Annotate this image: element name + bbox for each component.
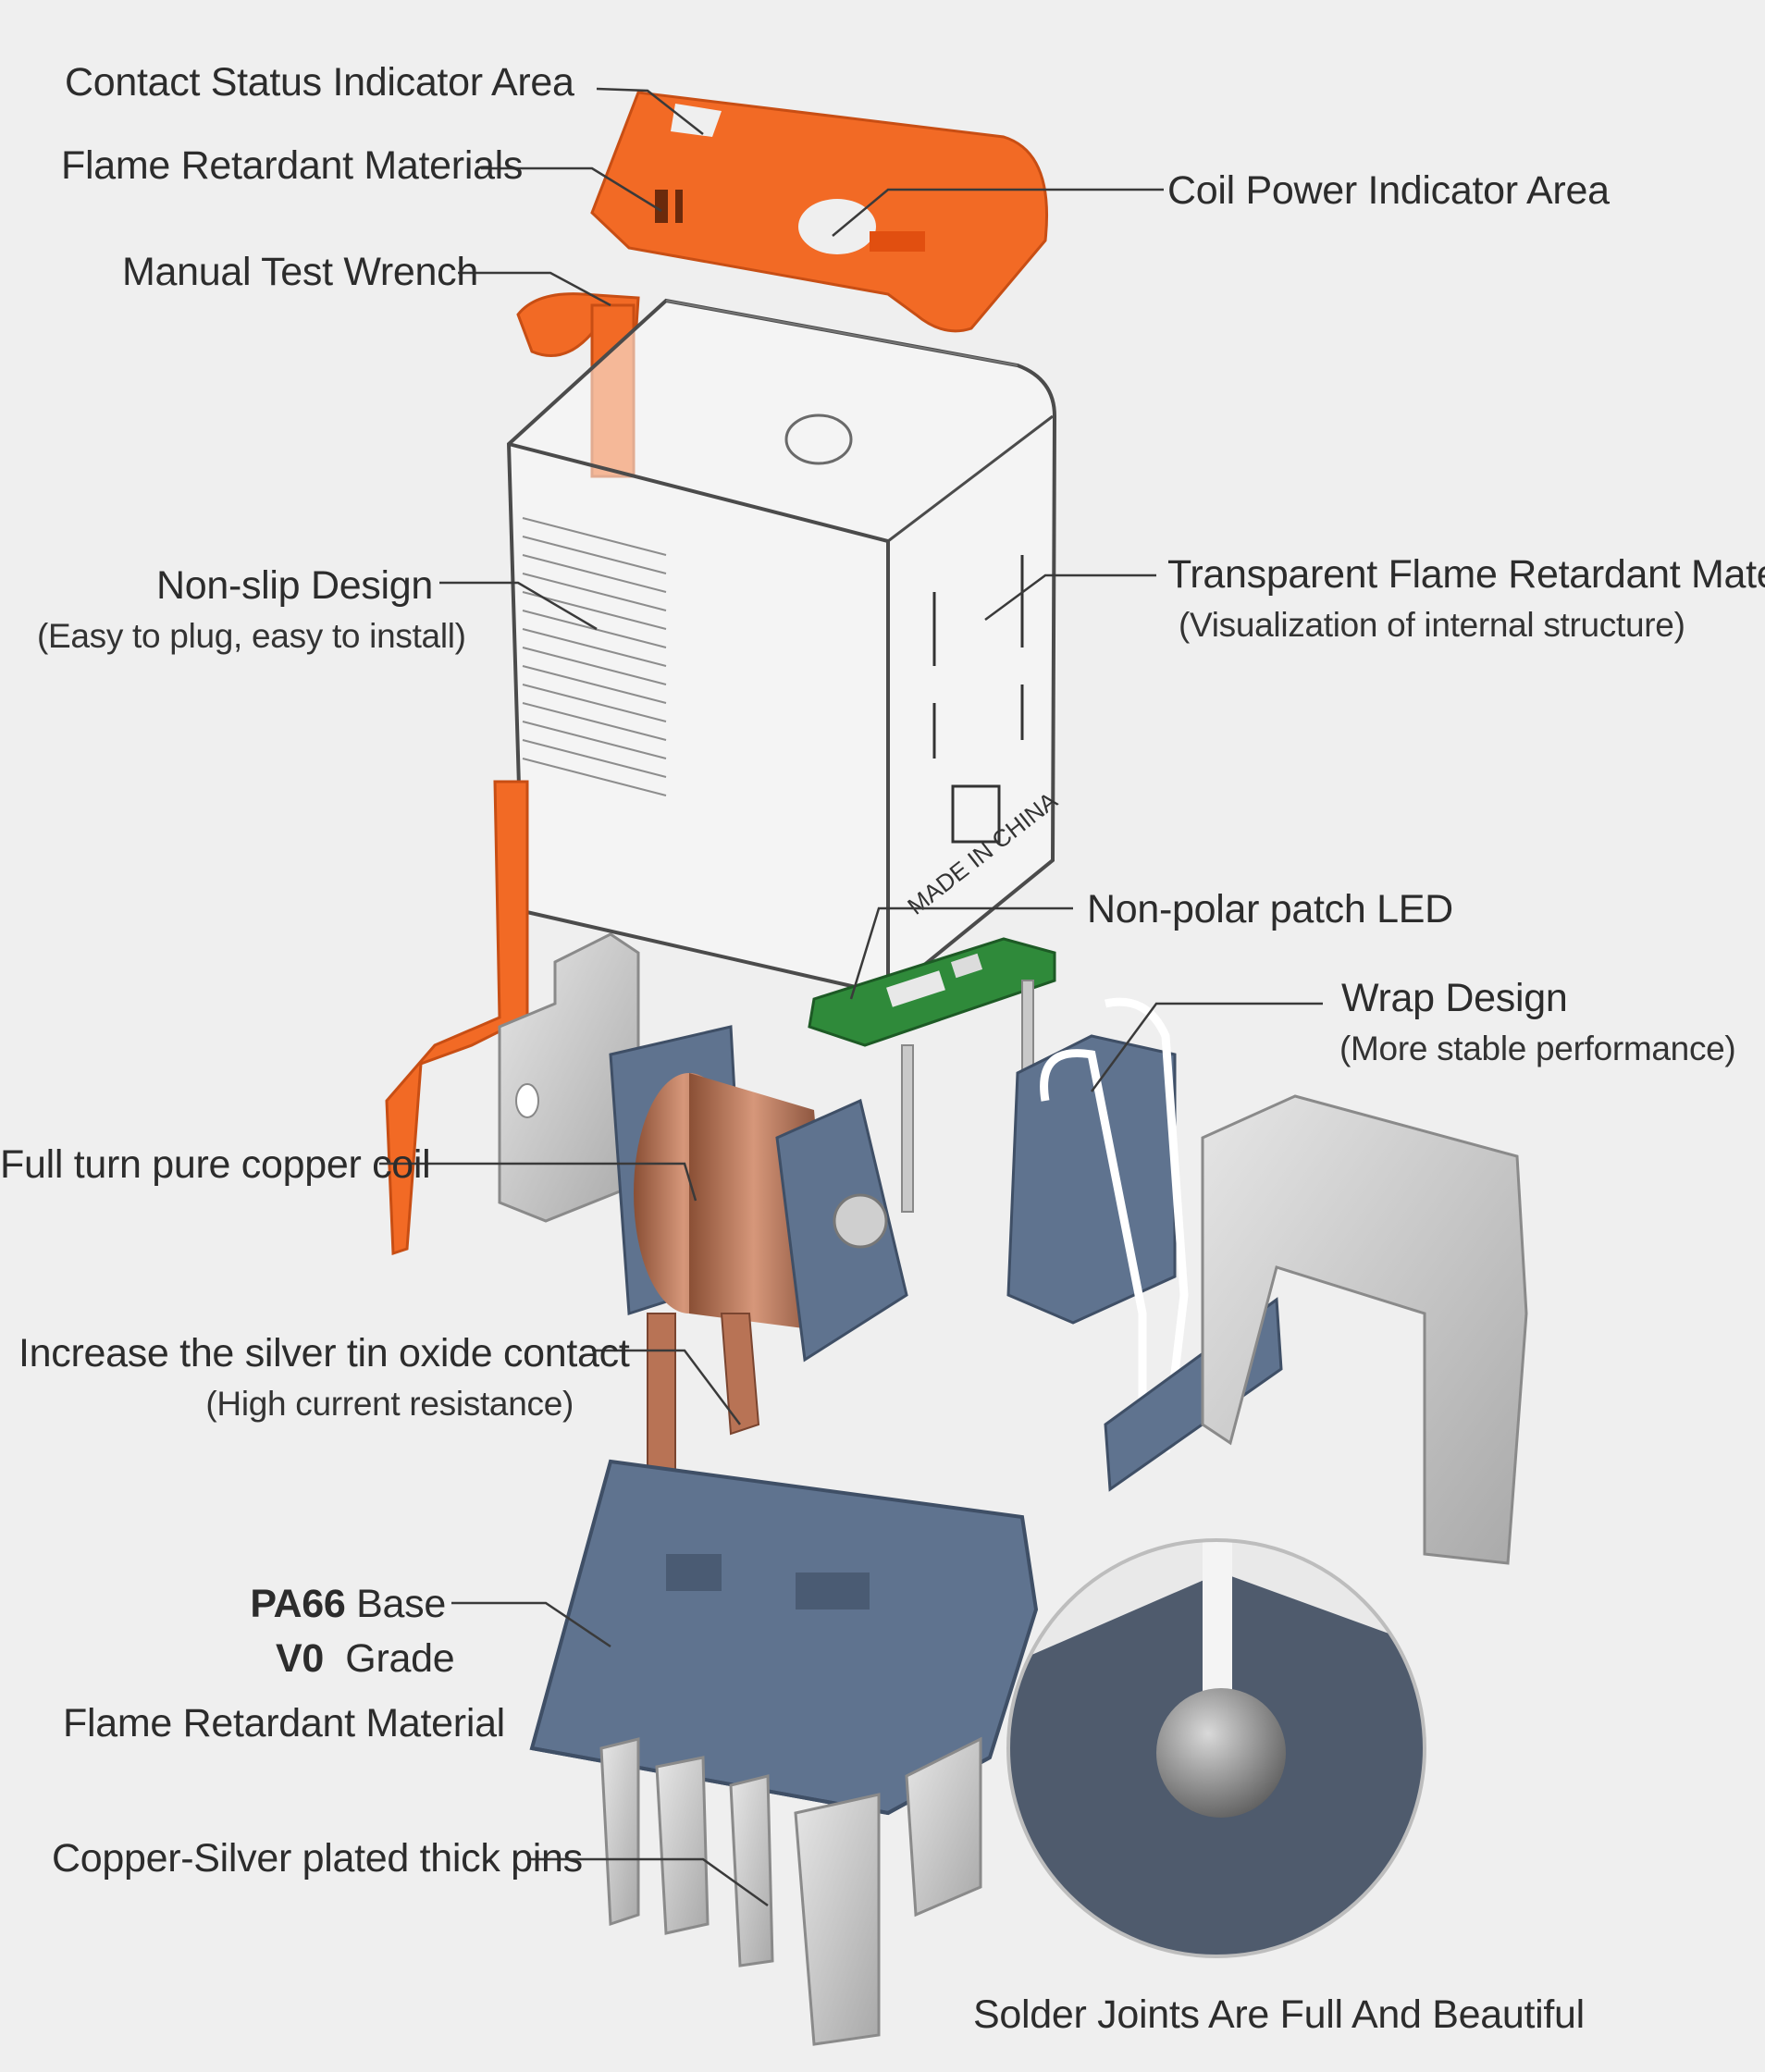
base-pins xyxy=(599,1736,982,2046)
coil-assembly xyxy=(609,1025,908,1472)
callout-pins: Copper-Silver plated thick pins xyxy=(52,1836,583,1881)
silver-contact-title: Increase the silver tin oxide contact xyxy=(19,1331,630,1375)
callout-wrap: Wrap Design (More stable performance) xyxy=(1339,976,1736,1067)
base-pa66: PA66 xyxy=(250,1582,346,1626)
callout-flame-retardant: Flame Retardant Materials xyxy=(61,143,524,188)
base-v0: V0 xyxy=(276,1636,324,1681)
pa66-base xyxy=(529,1459,1039,1816)
non-slip-subtitle: (Easy to plug, easy to install) xyxy=(37,617,466,655)
solder-joint-zoom xyxy=(1006,1538,1426,1958)
callout-non-slip: Non-slip Design (Easy to plug, easy to i… xyxy=(37,563,466,655)
callout-solder: Solder Joints Are Full And Beautiful xyxy=(973,1992,1585,2037)
wrap-subtitle: (More stable performance) xyxy=(1339,1030,1736,1067)
silver-contact-subtitle: (High current resistance) xyxy=(205,1385,574,1423)
transparent-housing: MADE IN CHINA xyxy=(506,298,1063,997)
callout-base-line2: V0 Grade xyxy=(276,1636,455,1681)
transparent-subtitle: (Visualization of internal structure) xyxy=(1179,606,1685,644)
callout-manual-wrench: Manual Test Wrench xyxy=(122,250,478,294)
led-pcb xyxy=(808,937,1056,1213)
wrap-title: Wrap Design xyxy=(1341,976,1568,1020)
callout-base-material: Flame Retardant Material xyxy=(63,1701,505,1745)
non-slip-title: Non-slip Design xyxy=(155,563,433,608)
top-cap xyxy=(590,91,1049,333)
callout-coil-power: Coil Power Indicator Area xyxy=(1167,168,1610,213)
callout-base-line1: PA66 Base xyxy=(185,1585,446,1624)
callout-transparent: Transparent Flame Retardant Material (Vi… xyxy=(1167,552,1765,644)
non-slip-ribs xyxy=(522,517,667,796)
transparent-title: Transparent Flame Retardant Material xyxy=(1167,552,1765,597)
left-contact-plate xyxy=(498,932,640,1223)
base-word: Base xyxy=(345,1582,446,1626)
coil-indicator-window xyxy=(798,199,876,254)
status-window xyxy=(671,104,722,137)
base-grade: Grade xyxy=(324,1636,455,1681)
leader-lines xyxy=(379,87,1323,1907)
callout-coil: Full turn pure copper coil xyxy=(0,1142,431,1187)
actuator-arm xyxy=(385,780,529,1256)
callout-silver-contact: Increase the silver tin oxide contact (H… xyxy=(19,1334,630,1423)
wrap-assembly xyxy=(1006,997,1528,1565)
callout-led: Non-polar patch LED xyxy=(1087,887,1453,931)
callout-contact-status: Contact Status Indicator Area xyxy=(65,60,574,105)
